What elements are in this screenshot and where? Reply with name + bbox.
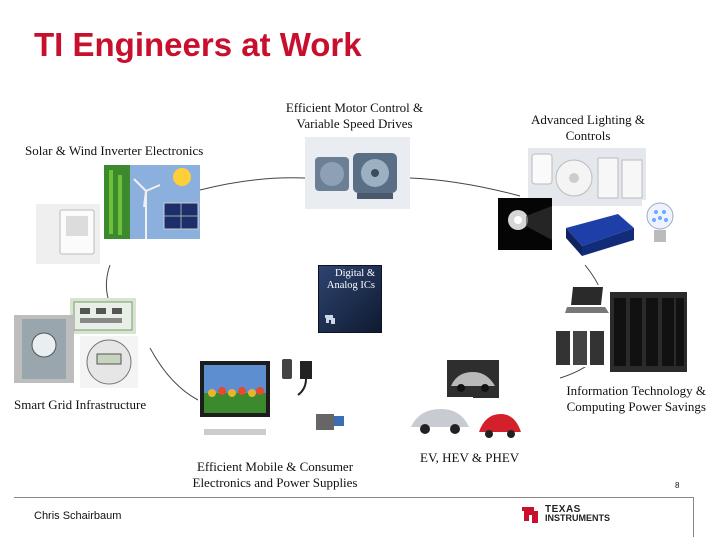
smart-meter-image xyxy=(80,336,138,388)
label-mobile-consumer: Efficient Mobile & Consumer Electronics … xyxy=(192,459,358,490)
presenter-name: Chris Schairbaum xyxy=(34,510,122,522)
logo-line-2: INSTRUMENTS xyxy=(545,513,610,523)
laptop-image xyxy=(565,285,609,315)
circuit-board-image xyxy=(70,298,136,334)
ti-logo-icon xyxy=(522,507,538,523)
label-smart-grid: Smart Grid Infrastructure xyxy=(14,397,147,412)
led-bulb-image xyxy=(642,200,678,248)
digital-analog-ics-chip: Digital & Analog ICs xyxy=(318,265,382,333)
flat-panel-tv-image xyxy=(198,355,273,443)
label-advanced-lighting: Advanced Lighting & Controls xyxy=(530,112,646,143)
electric-car-image xyxy=(407,397,473,439)
logo-line-1: TEXAS xyxy=(545,504,581,515)
desktop-computers-image xyxy=(553,327,608,367)
solar-wind-image xyxy=(104,165,200,239)
lighting-controls-image xyxy=(528,148,646,206)
hybrid-car-image xyxy=(447,360,499,398)
inverter-device-image xyxy=(36,204,100,264)
label-information-technology: Information Technology & Computing Power… xyxy=(566,383,706,414)
label-motor-control: Efficient Motor Control & Variable Speed… xyxy=(285,100,424,131)
led-spotlight-image xyxy=(498,198,552,250)
texas-instruments-logo: TEXAS INSTRUMENTS xyxy=(520,502,610,526)
page-number: 8 xyxy=(675,481,680,490)
ti-chip-icon xyxy=(325,315,335,324)
footer-divider-vertical xyxy=(693,497,694,537)
label-solar-wind: Solar & Wind Inverter Electronics xyxy=(25,143,204,158)
footer-divider xyxy=(14,497,694,498)
label-ev-hev: EV, HEV & PHEV xyxy=(420,450,520,465)
center-label: Digital & Analog ICs xyxy=(326,268,375,291)
electric-motors-image xyxy=(305,137,410,209)
slide-title: TI Engineers at Work xyxy=(34,26,362,63)
electric-meter-image xyxy=(14,315,74,383)
led-driver-image xyxy=(560,208,638,260)
server-racks-image xyxy=(610,292,687,372)
camcorder-image xyxy=(314,406,346,438)
red-car-image xyxy=(475,404,525,442)
phone-charger-image xyxy=(278,355,316,399)
